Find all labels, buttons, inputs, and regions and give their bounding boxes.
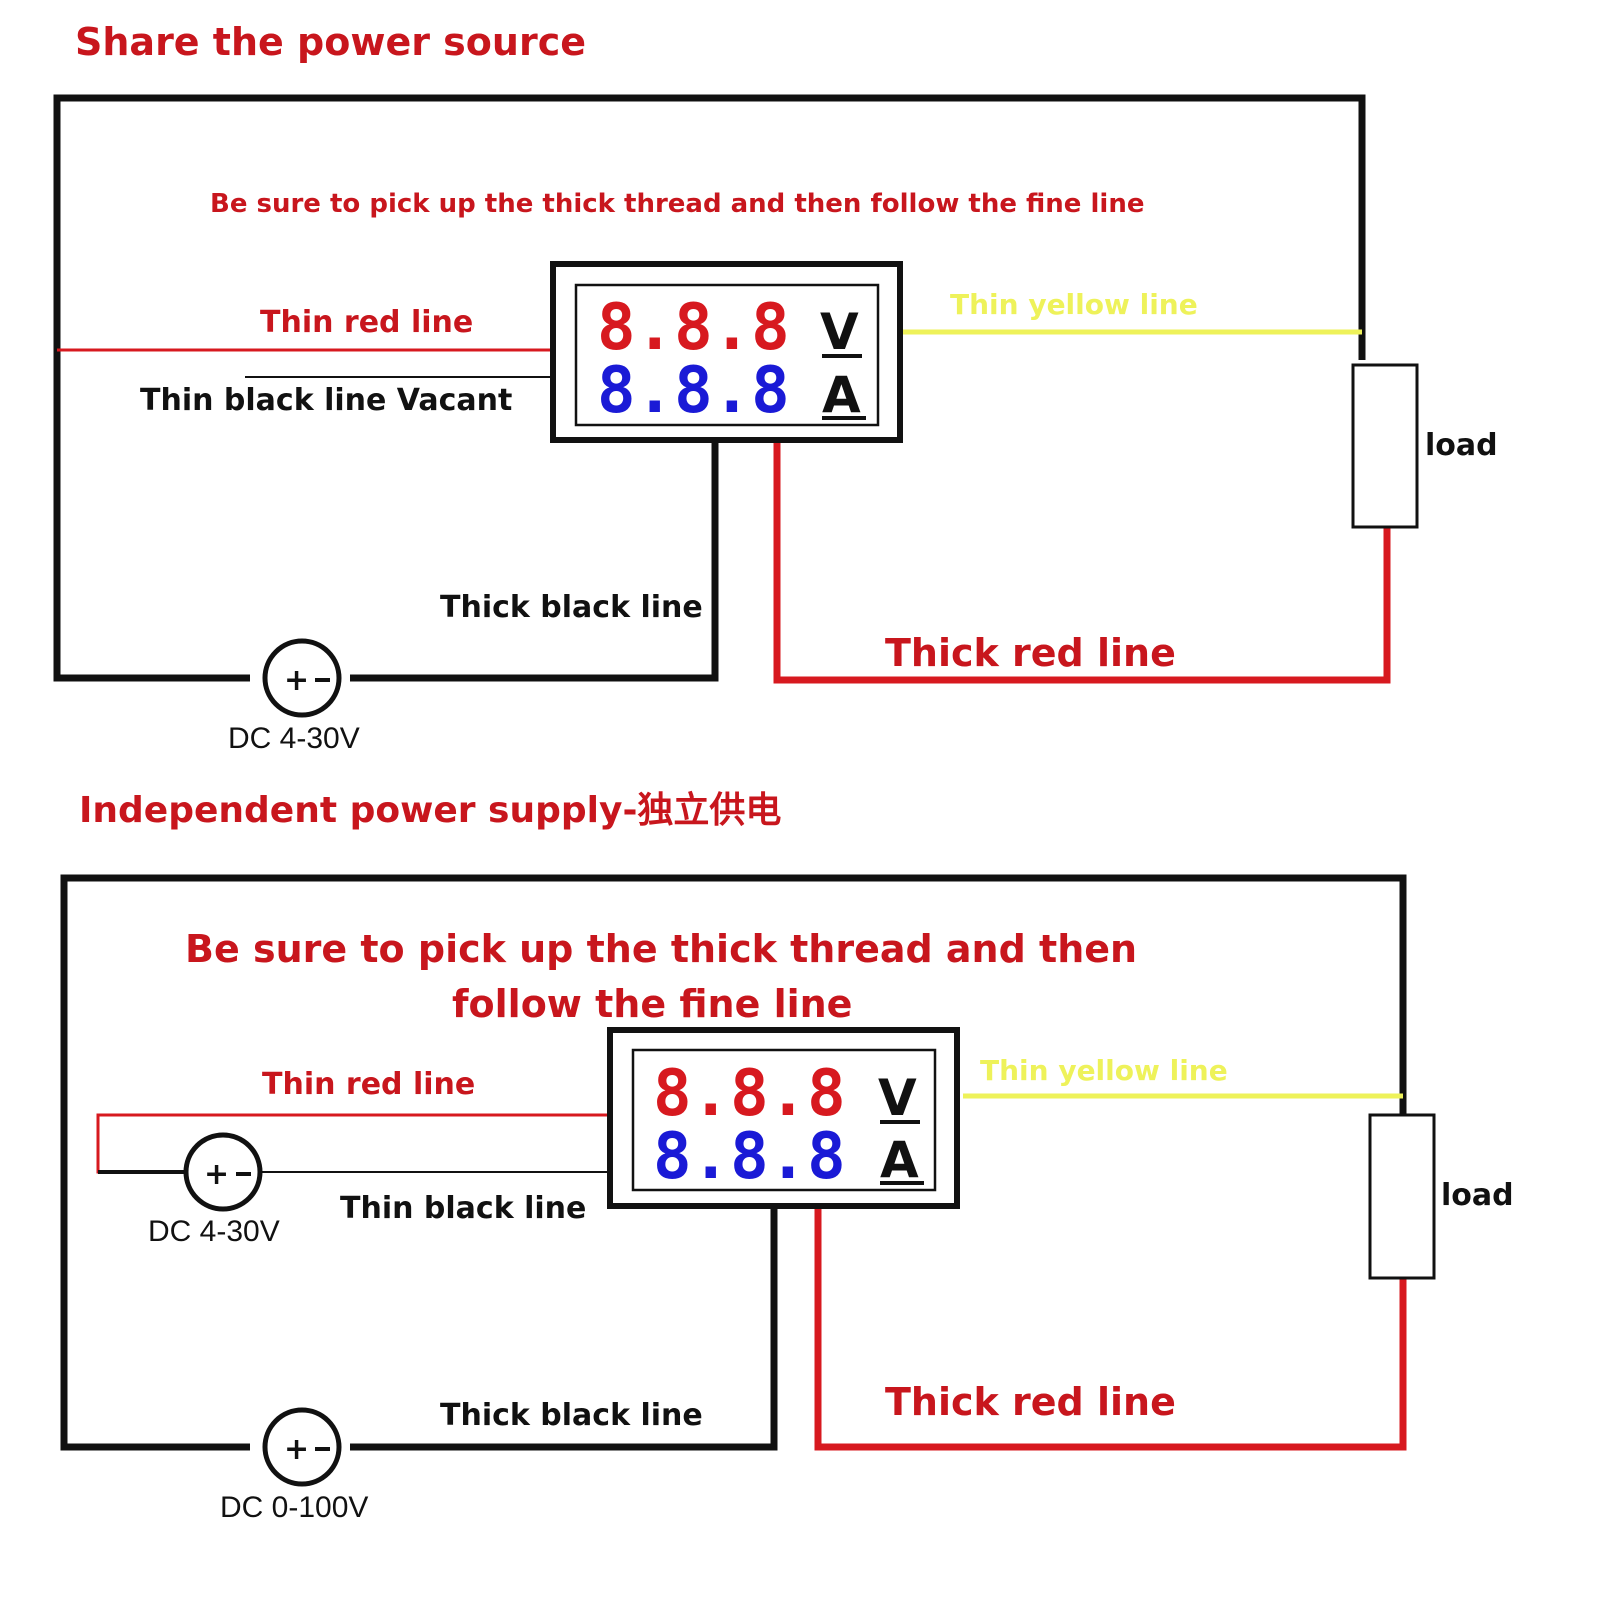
diagram2-title: Independent power supply-独立供电 — [79, 790, 781, 831]
diagram1-title: Share the power source — [75, 20, 586, 64]
volt-unit: V — [820, 303, 859, 361]
plus-sign: + — [284, 663, 309, 698]
meter-dc-source-symbol — [183, 1132, 263, 1212]
thick-red-label: Thick red line — [885, 631, 1176, 675]
instruction-note: Be sure to pick up the thick thread and … — [210, 189, 1144, 219]
thick-red-label: Thick red line — [885, 1380, 1176, 1424]
plus-sign: + — [204, 1157, 229, 1192]
instruction-note-line1: Be sure to pick up the thick thread and … — [185, 927, 1137, 971]
thin-yellow-label: Thin yellow line — [950, 288, 1198, 321]
load-resistor — [1351, 363, 1419, 529]
thick-black-label: Thick black line — [440, 590, 703, 625]
thin-yellow-label: Thin yellow line — [980, 1054, 1228, 1087]
load-resistor — [1368, 1113, 1436, 1280]
amp-unit: A — [880, 1131, 919, 1189]
load-label: load — [1441, 1178, 1514, 1213]
meter-dc-source-label: DC 4-30V — [148, 1215, 280, 1248]
load-dc-source-symbol — [262, 1407, 342, 1487]
thin-black-label: Thin black line Vacant — [140, 383, 512, 418]
instruction-note-line2: follow the fine line — [452, 982, 852, 1026]
thick-black-wire — [60, 874, 1407, 1451]
volt-readout: 8.8.8 — [653, 1057, 846, 1131]
thin-red-wire — [96, 1113, 610, 1174]
diagram-independent-power: Independent power supply-独立供电 + DC 4-30V… — [60, 790, 1514, 1524]
dc-source-symbol — [262, 638, 342, 718]
thick-black-wire — [53, 94, 1366, 682]
thick-black-label: Thick black line — [440, 1398, 703, 1433]
dc-source-label: DC 4-30V — [228, 722, 360, 755]
thin-red-label: Thin red line — [260, 305, 473, 340]
amp-readout: 8.8.8 — [653, 1120, 846, 1194]
volt-readout: 8.8.8 — [597, 291, 790, 365]
thick-red-wire — [773, 440, 1391, 684]
thin-red-label: Thin red line — [262, 1067, 475, 1102]
diagram-shared-power: Share the power source + DC 4-30V load 8… — [53, 20, 1498, 755]
thin-black-label: Thin black line — [340, 1191, 586, 1226]
load-label: load — [1425, 428, 1498, 463]
amp-readout: 8.8.8 — [597, 354, 790, 428]
load-dc-source-label: DC 0-100V — [220, 1491, 368, 1524]
amp-unit: A — [822, 366, 861, 424]
plus-sign: + — [284, 1432, 309, 1467]
thick-red-wire — [814, 1207, 1407, 1451]
volt-unit: V — [878, 1069, 917, 1127]
